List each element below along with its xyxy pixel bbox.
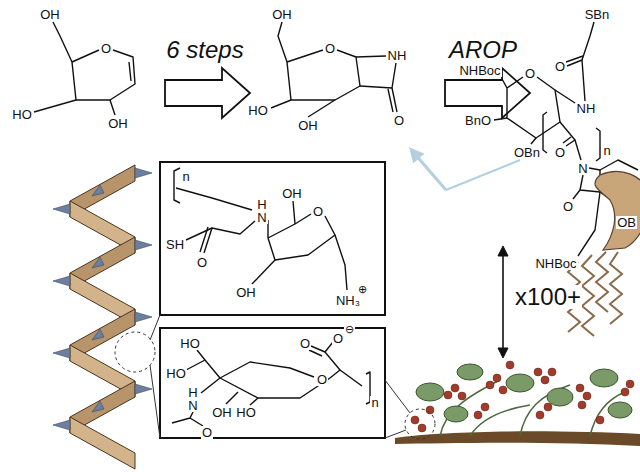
atom-label: BnO (464, 114, 492, 127)
zoom-line (150, 365, 160, 438)
atom-label: O (316, 373, 328, 386)
atom-label: OH (235, 286, 257, 299)
atom-label: O (332, 332, 344, 345)
bond-lines (34, 22, 638, 426)
atom-label: OH (107, 117, 129, 130)
atom-label: N (187, 399, 198, 412)
zoom-line (385, 380, 410, 413)
atom-label: N (577, 162, 588, 175)
atom-label: OB (616, 216, 637, 229)
atom-label: NH (576, 102, 597, 115)
atom-label: HO (179, 337, 201, 350)
atom-label: O (312, 205, 324, 218)
atom-label: OH (271, 8, 293, 21)
repeat-index: n (602, 144, 611, 157)
zoom-line (385, 430, 406, 438)
atom-label: O (393, 114, 405, 127)
helix (70, 165, 135, 469)
reaction-arrow (165, 68, 250, 118)
atom-label: O (562, 200, 574, 213)
double-arrow (498, 246, 508, 358)
zoom-line (150, 315, 160, 340)
atom-label: N (256, 211, 267, 224)
atom-label: O (554, 146, 566, 159)
atom-label: OH (281, 187, 303, 200)
helix-spikes (53, 168, 152, 430)
atom-label: O (299, 337, 311, 350)
multiplier-label: x100+ (514, 285, 582, 309)
atom-label: NHBoc (458, 64, 501, 77)
atom-label: OH (39, 8, 61, 21)
arrow-label: 6 steps (165, 38, 244, 62)
atom-label: O (554, 60, 566, 73)
zoom-circle (405, 409, 435, 439)
atom-label: OBn (513, 146, 541, 159)
pointer-line (446, 160, 520, 190)
atom-label: SH (165, 238, 185, 251)
inset-frame (160, 162, 385, 315)
arrow-label: AROP (448, 38, 518, 62)
repeat-index: n (181, 170, 190, 183)
atom-label: HO (235, 406, 257, 419)
atom-label: NH (387, 49, 408, 62)
charge-symbol: ⊖ (344, 324, 355, 335)
atom-label: HO (247, 104, 269, 117)
atom-label: OH (297, 119, 319, 132)
atom-label: NHBoc (534, 257, 577, 270)
atom-label: O (196, 256, 208, 269)
zoom-circle (115, 332, 155, 372)
repeat-index: n (370, 396, 379, 409)
atom-label: H (187, 386, 198, 399)
atom-label: O (324, 42, 336, 55)
inset-frame (160, 328, 385, 438)
plant (395, 361, 640, 446)
atom-label: O (201, 426, 213, 439)
atom-label: OH (211, 406, 233, 419)
charge-symbol: ⊕ (357, 284, 368, 295)
ribbon (595, 172, 640, 250)
atom-label: O (524, 67, 536, 80)
atom-label: HO (11, 108, 33, 121)
atom-label: O (100, 42, 112, 55)
atom-label: NH₃ (335, 294, 361, 307)
atom-label: H (256, 198, 267, 211)
atom-label: HO (165, 367, 187, 380)
atom-label: SBn (584, 8, 611, 21)
pointer-arrow (414, 153, 446, 190)
